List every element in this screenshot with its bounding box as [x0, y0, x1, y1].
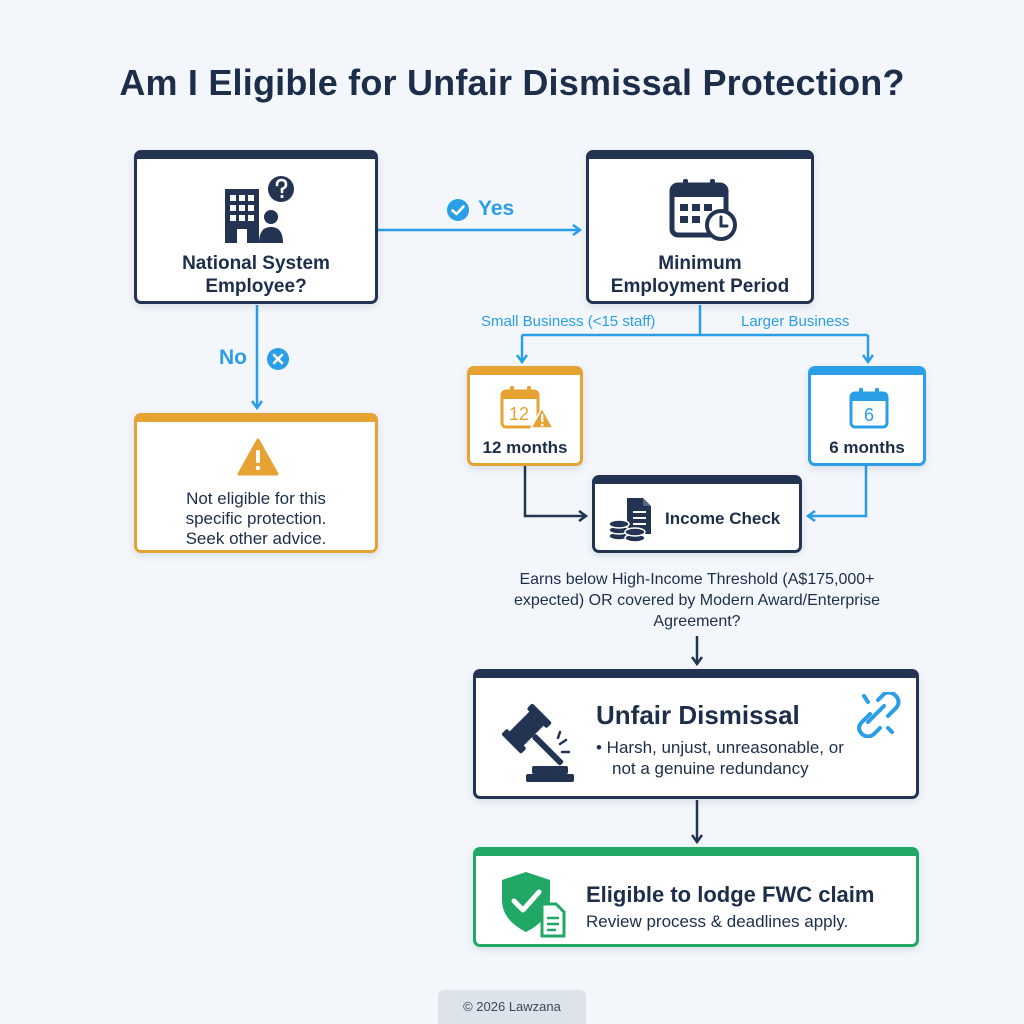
- broken-link-icon: [857, 692, 901, 738]
- larger-business-label: Larger Business: [741, 313, 850, 330]
- no-label: No: [219, 346, 247, 369]
- income-question-line3: Agreement?: [653, 613, 741, 630]
- unfair-dismissal-bullet-line1: • Harsh, unjust, unreasonable, or: [596, 738, 844, 757]
- min-period-label-line2: Employment Period: [610, 276, 790, 297]
- page-title: Am I Eligible for Unfair Dismissal Prote…: [119, 62, 905, 103]
- min-period-label-line1: Minimum: [658, 253, 742, 274]
- close-circle-icon: [267, 348, 289, 370]
- calendar-clock-icon: [669, 179, 737, 241]
- shield-check-document-icon: [502, 872, 566, 938]
- twelve-months-card: 12 12 months: [467, 366, 583, 466]
- check-circle-icon: [447, 199, 469, 221]
- copyright-footer: © 2026 Lawzana: [438, 990, 586, 1024]
- income-question: Earns below High-Income Threshold (A$175…: [450, 569, 944, 632]
- national-label-line2: Employee?: [205, 276, 307, 297]
- not-eligible-card: Not eligible for this specific protectio…: [134, 413, 378, 553]
- calendar-icon: 6: [849, 388, 889, 429]
- six-months-label: 6 months: [829, 438, 905, 457]
- twelve-icon-number: 12: [509, 404, 529, 424]
- income-question-line1: Earns below High-Income Threshold (A$175…: [519, 571, 875, 588]
- eligible-title: Eligible to lodge FWC claim: [586, 882, 875, 907]
- national-label-line1: National System: [182, 253, 330, 274]
- coins-document-icon: [608, 498, 651, 543]
- small-business-label: Small Business (<15 staff): [481, 313, 656, 330]
- twelve-months-label: 12 months: [482, 438, 568, 457]
- warning-icon: [237, 438, 279, 476]
- building-person-question-icon: [225, 176, 294, 243]
- eligible-card: Eligible to lodge FWC claim Review proce…: [473, 847, 919, 947]
- income-check-label: Income Check: [665, 509, 781, 528]
- eligible-subtitle: Review process & deadlines apply.: [586, 912, 849, 931]
- income-question-line2: expected) OR covered by Modern Award/Ent…: [513, 592, 881, 609]
- national-system-employee-card: National System Employee?: [134, 150, 378, 304]
- minimum-employment-period-card: Minimum Employment Period: [586, 150, 814, 304]
- calendar-warning-icon: 12: [500, 386, 554, 429]
- split-connector: [522, 305, 868, 337]
- six-icon-number: 6: [864, 405, 874, 425]
- not-eligible-line3: Seek other advice.: [185, 529, 327, 548]
- yes-label: Yes: [478, 197, 515, 220]
- not-eligible-line1: Not eligible for this: [186, 489, 326, 508]
- unfair-dismissal-card: Unfair Dismissal • Harsh, unjust, unreas…: [473, 669, 919, 799]
- gavel-icon: [501, 703, 574, 782]
- large-to-income-connector: [808, 466, 868, 516]
- small-to-income-connector: [523, 466, 586, 516]
- unfair-dismissal-title: Unfair Dismissal: [596, 700, 800, 730]
- unfair-dismissal-bullet-line2: not a genuine redundancy: [612, 759, 809, 778]
- six-months-card: 6 6 months: [808, 366, 926, 466]
- not-eligible-line2: specific protection.: [185, 509, 327, 528]
- income-check-card: Income Check: [592, 475, 802, 553]
